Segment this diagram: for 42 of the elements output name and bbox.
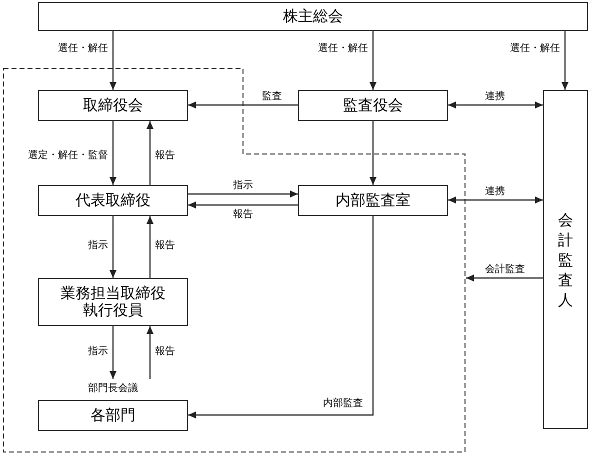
arrow (370, 31, 376, 90)
edge-label: 選任・解任 (58, 43, 108, 55)
arrow (448, 102, 543, 108)
edge-label: 選任・解任 (510, 43, 560, 55)
arrow (562, 31, 568, 90)
org-box: 代表取締役 (38, 185, 188, 216)
arrow (146, 121, 154, 185)
org-box: 各部門 (38, 400, 188, 431)
arrow (370, 121, 376, 185)
edge-label: 指示 (88, 240, 108, 252)
meeting-label: 部門長会議 (73, 379, 153, 397)
arrow (466, 274, 543, 282)
edge-label: 指示 (88, 346, 108, 358)
arrow (448, 196, 543, 204)
org-box: 監査役会 (298, 90, 448, 121)
edge-label: 選定・解任・監督 (28, 150, 108, 162)
edge-label: 報告 (155, 240, 175, 252)
org-box: 内部監査室 (298, 185, 448, 216)
arrow (110, 121, 116, 185)
edge-label: 連携 (485, 91, 505, 103)
edge-label: 報告 (155, 150, 175, 162)
arrow (188, 216, 374, 418)
vertical-org-box: 会計監査人 (543, 90, 588, 429)
arrow (188, 202, 298, 208)
org-box: 取締役会 (38, 90, 188, 121)
edge-label: 監査 (262, 91, 282, 103)
org-box: 株主総会 (38, 2, 588, 31)
arrow (110, 31, 116, 90)
arrow (146, 326, 154, 379)
edge-label: 連携 (485, 186, 505, 198)
edge-label: 指示 (233, 180, 253, 192)
arrow (188, 102, 298, 108)
edge-label: 報告 (233, 209, 253, 221)
edge-label: 報告 (155, 346, 175, 358)
edge-label: 選任・解任 (318, 43, 368, 55)
org-box: 業務担当取締役執行役員 (38, 278, 188, 326)
edge-label: 会計監査 (485, 264, 525, 276)
arrow (146, 216, 154, 278)
arrow (110, 326, 116, 379)
arrow (188, 190, 298, 198)
edge-label: 内部監査 (323, 398, 363, 410)
arrow (110, 216, 116, 278)
